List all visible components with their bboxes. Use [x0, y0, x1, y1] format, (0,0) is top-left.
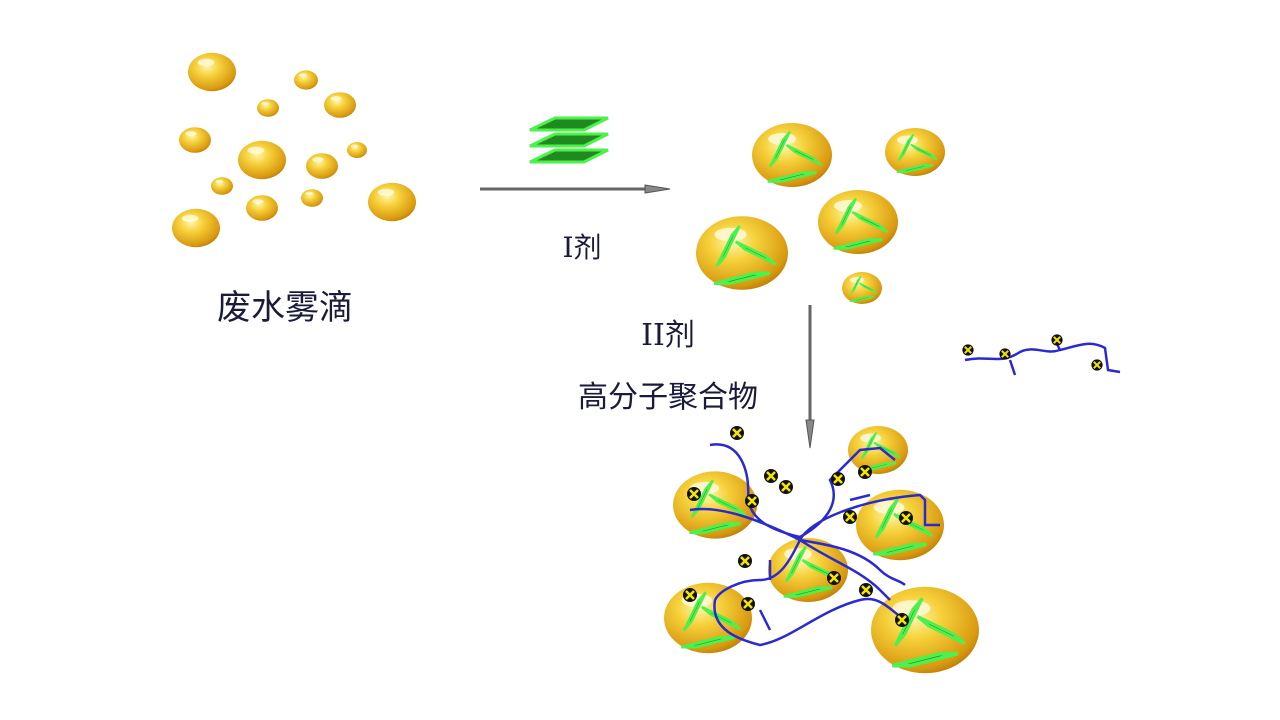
- flocculated-cluster: [664, 424, 979, 673]
- coated-droplet: [664, 583, 752, 653]
- droplet: [246, 195, 278, 221]
- droplet: [188, 52, 236, 92]
- droplet: [294, 70, 318, 90]
- coated-droplet: [885, 128, 945, 176]
- coated-droplet: [871, 587, 979, 673]
- coated-droplet: [818, 190, 898, 254]
- agent-1-plate-stack: [529, 116, 609, 164]
- droplets-label: 废水雾滴: [217, 288, 353, 328]
- droplet: [301, 189, 323, 207]
- polymer-strands: [689, 443, 940, 647]
- droplet: [306, 153, 338, 179]
- polymer-chain: [961, 333, 1121, 376]
- droplet: [179, 127, 211, 153]
- droplet: [238, 140, 286, 180]
- coated-droplet: [673, 471, 757, 538]
- coated-droplet: [842, 272, 882, 304]
- droplet: [347, 142, 367, 158]
- coated-droplet: [752, 123, 832, 187]
- polymer-label: 高分子聚合物: [578, 380, 758, 415]
- coated-droplet: [848, 426, 908, 474]
- coated-droplets: [696, 123, 945, 304]
- coated-droplet: [696, 216, 788, 290]
- agent-1-label: I剂: [562, 231, 602, 264]
- droplet: [172, 208, 220, 248]
- droplet: [211, 177, 233, 195]
- droplet: [257, 99, 279, 117]
- agent-2-label: II剂: [641, 318, 695, 353]
- arrow-down: [805, 305, 815, 449]
- waste-water-droplets: [172, 52, 416, 248]
- arrow-right: [480, 184, 671, 194]
- droplet: [324, 92, 356, 118]
- droplet: [368, 182, 416, 222]
